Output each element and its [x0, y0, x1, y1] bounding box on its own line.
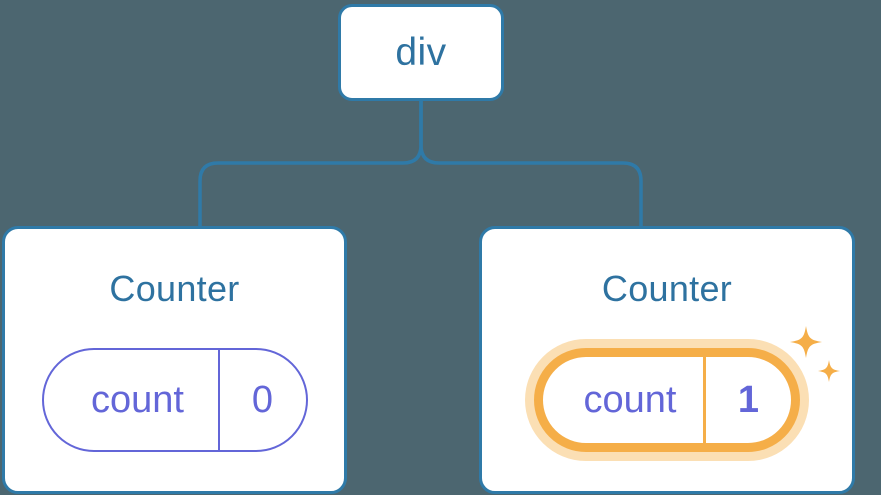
node-counter-right[interactable]: Counter count 1 — [479, 226, 855, 494]
state-value: 1 — [703, 357, 791, 443]
state-pill-highlighted[interactable]: count 1 — [534, 348, 800, 452]
state-pill-wrapper: count 0 — [41, 348, 308, 452]
state-pill-wrapper: count 1 — [534, 326, 840, 452]
sparkle-small-icon — [818, 360, 840, 382]
state-pill[interactable]: count 0 — [41, 348, 308, 452]
sparkle-large-icon — [790, 326, 822, 358]
state-key: count — [583, 379, 677, 421]
state-value: 0 — [217, 350, 306, 450]
node-counter-left[interactable]: Counter count 0 — [2, 226, 347, 494]
node-root-label: div — [395, 31, 447, 74]
node-title: Counter — [601, 268, 733, 309]
node-root-div[interactable]: div — [338, 4, 504, 101]
state-key: count — [91, 379, 184, 421]
node-title: Counter — [109, 268, 240, 309]
